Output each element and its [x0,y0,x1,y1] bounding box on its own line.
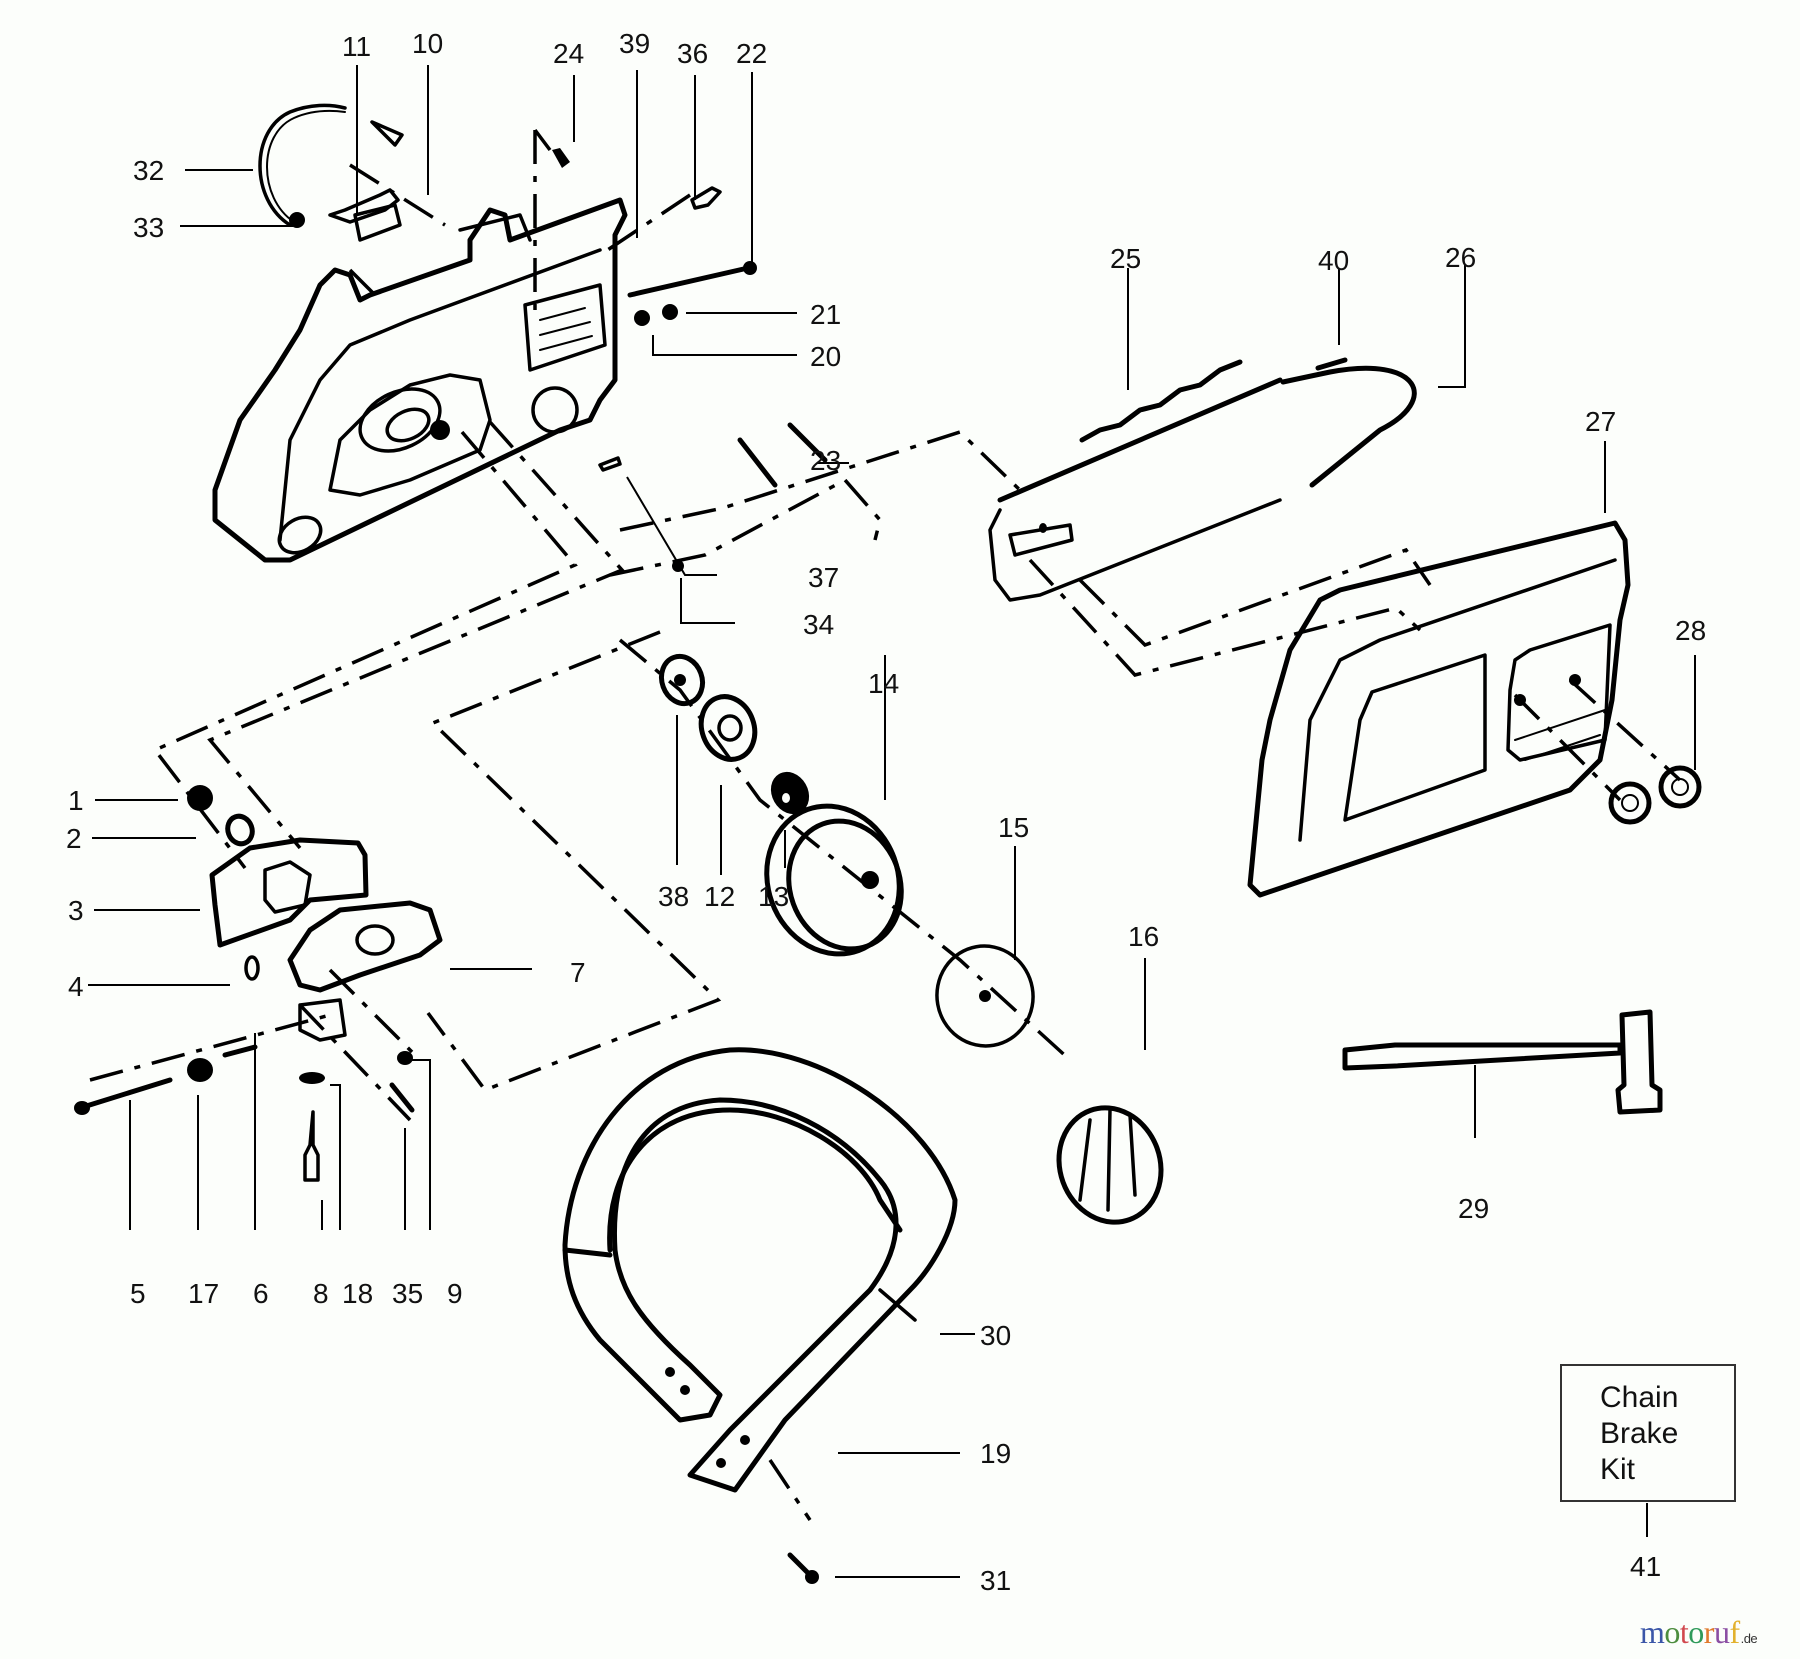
label-2: 2 [66,823,82,854]
logo-letter: m [1640,1614,1665,1650]
dash-line-bar-to-cover-2 [1028,558,1422,677]
motoruf-watermark-logo: motoruf.de [1640,1614,1758,1651]
label-4: 4 [68,971,84,1002]
label-17: 17 [188,1278,219,1309]
logo-letter: f [1729,1614,1740,1650]
dash-line-to-bar-2 [609,477,882,577]
label-29: 29 [1458,1193,1489,1224]
logo-letter: u [1713,1614,1730,1650]
sprocket-cover [1247,520,1631,898]
label-41: 41 [1630,1551,1661,1582]
kit-line-3: Kit [1600,1453,1636,1486]
label-33: 33 [133,212,164,243]
dash-line-engine-to-oilpump [152,430,578,870]
label-14: 14 [868,668,899,699]
part-23-shape [787,422,828,463]
chain-brake-kit-box: Chain Brake Kit [1560,1364,1736,1502]
label-23: 23 [810,445,841,476]
dash-line-handle-bolt [768,1459,812,1521]
label-5: 5 [130,1278,146,1309]
dash-line-9 [328,968,422,1062]
dash-line-35 [298,1003,412,1122]
label-35: 35 [392,1278,423,1309]
kit-line-1: Chain [1600,1381,1679,1414]
label-25: 25 [1110,243,1141,274]
label-37: 37 [808,562,839,593]
dash-line-box-clutch [426,630,722,1093]
dash-line-top-left [349,163,446,227]
label-11: 11 [342,31,371,62]
label-20: 20 [810,341,841,372]
assembly-dash-lines [89,128,1682,1521]
part-22-shape [627,265,751,298]
scrench-tool [1342,1009,1663,1115]
label-21: 21 [810,299,841,330]
label-8: 8 [313,1278,329,1309]
dash-line-engine-to-bracket [207,420,625,850]
label-9: 9 [447,1278,463,1309]
part-36-shape [690,186,722,210]
label-10: 10 [412,28,443,59]
label-38: 38 [658,881,689,912]
logo-letter: o [1688,1614,1704,1650]
front-handle [562,1047,958,1584]
guide-bar [988,365,1417,602]
label-39: 39 [619,28,650,59]
label-34: 34 [803,609,834,640]
dash-line-24 [533,128,552,310]
label-30: 30 [980,1320,1011,1351]
saw-chain [1079,359,1243,443]
chain-brake-kit-label: Chain Brake Kit [1600,1380,1678,1488]
label-6: 6 [253,1278,269,1309]
part-24-shape [552,148,570,168]
label-31: 31 [980,1565,1011,1596]
cover-nuts [1608,765,1702,825]
part-11-shape [370,120,404,147]
label-7: 7 [570,957,586,988]
part-37-shape [598,456,622,472]
label-16: 16 [1128,921,1159,952]
label-18: 18 [342,1278,373,1309]
logo-tld: .de [1740,1631,1758,1646]
label-32: 32 [133,155,164,186]
throttle-cable [258,103,347,228]
leader-lines [88,65,1696,1578]
dash-line-clutch-axis [618,638,1072,1062]
label-28: 28 [1675,615,1706,646]
kit-line-2: Brake [1600,1417,1679,1450]
label-36: 36 [677,38,708,69]
dash-line-cable [348,268,382,302]
label-13: 13 [758,881,789,912]
label-24: 24 [553,38,584,69]
clutch-parts [658,653,1164,1225]
dash-line-to-bar-1 [619,430,1027,532]
part-10-shape [328,188,400,224]
part-40-shape [1315,357,1348,371]
label-19: 19 [980,1438,1011,1469]
label-22: 22 [736,38,767,69]
logo-letter: o [1664,1614,1680,1650]
part-number-labels: 11 10 24 39 36 22 32 33 21 20 23 37 34 2… [66,28,1706,1596]
part-20-shape [634,310,650,326]
engine-housing [212,197,628,563]
dash-line-bar-to-cover-1 [1078,547,1432,648]
oil-pump-assembly [74,785,443,1182]
label-27: 27 [1585,406,1616,437]
part-21-shape [662,304,678,320]
dash-line-nut-2 [1568,678,1682,782]
logo-letter: r [1703,1614,1715,1650]
logo-letter: t [1679,1614,1689,1650]
label-1: 1 [68,785,84,816]
label-3: 3 [68,895,84,926]
label-12: 12 [704,881,735,912]
label-15: 15 [998,812,1029,843]
label-26: 26 [1445,242,1476,273]
dash-line-adjust [89,1013,331,1082]
label-40: 40 [1318,245,1349,276]
